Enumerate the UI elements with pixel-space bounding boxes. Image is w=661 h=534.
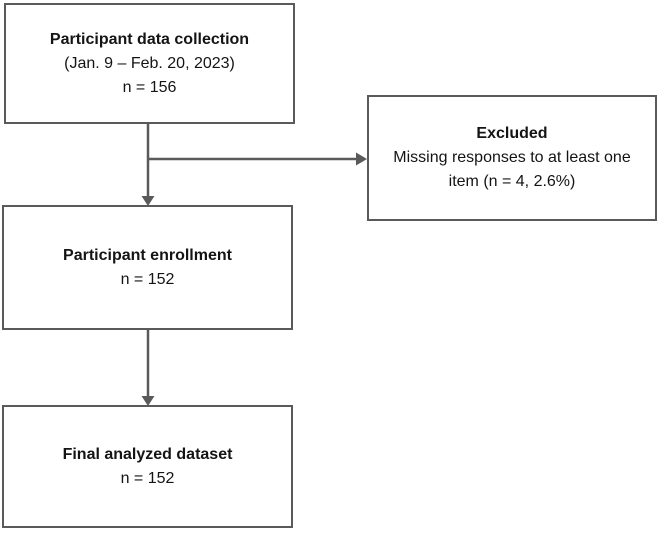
box-participant-data-collection: Participant data collection (Jan. 9 – Fe… xyxy=(4,3,295,124)
box-title: Participant enrollment xyxy=(63,246,232,264)
box-count: n = 152 xyxy=(120,469,175,487)
box-date-range: (Jan. 9 – Feb. 20, 2023) xyxy=(64,54,235,72)
arrow-enrollment-to-final xyxy=(141,330,155,406)
box-title: Excluded xyxy=(476,125,548,142)
box-count: n = 152 xyxy=(120,270,175,288)
box-title: Participant data collection xyxy=(49,30,250,48)
arrow-to-excluded xyxy=(148,152,367,166)
box-excluded: Excluded Missing responses to at least o… xyxy=(367,95,657,221)
box-participant-enrollment: Participant enrollment n = 152 xyxy=(2,205,293,330)
box-final-analyzed-dataset: Final analyzed dataset n = 152 xyxy=(2,405,293,528)
box-reason: Missing responses to at least one item (… xyxy=(393,149,631,190)
arrow-collection-to-enrollment xyxy=(141,124,155,206)
box-count: n = 156 xyxy=(122,78,177,96)
box-title: Final analyzed dataset xyxy=(62,445,233,463)
